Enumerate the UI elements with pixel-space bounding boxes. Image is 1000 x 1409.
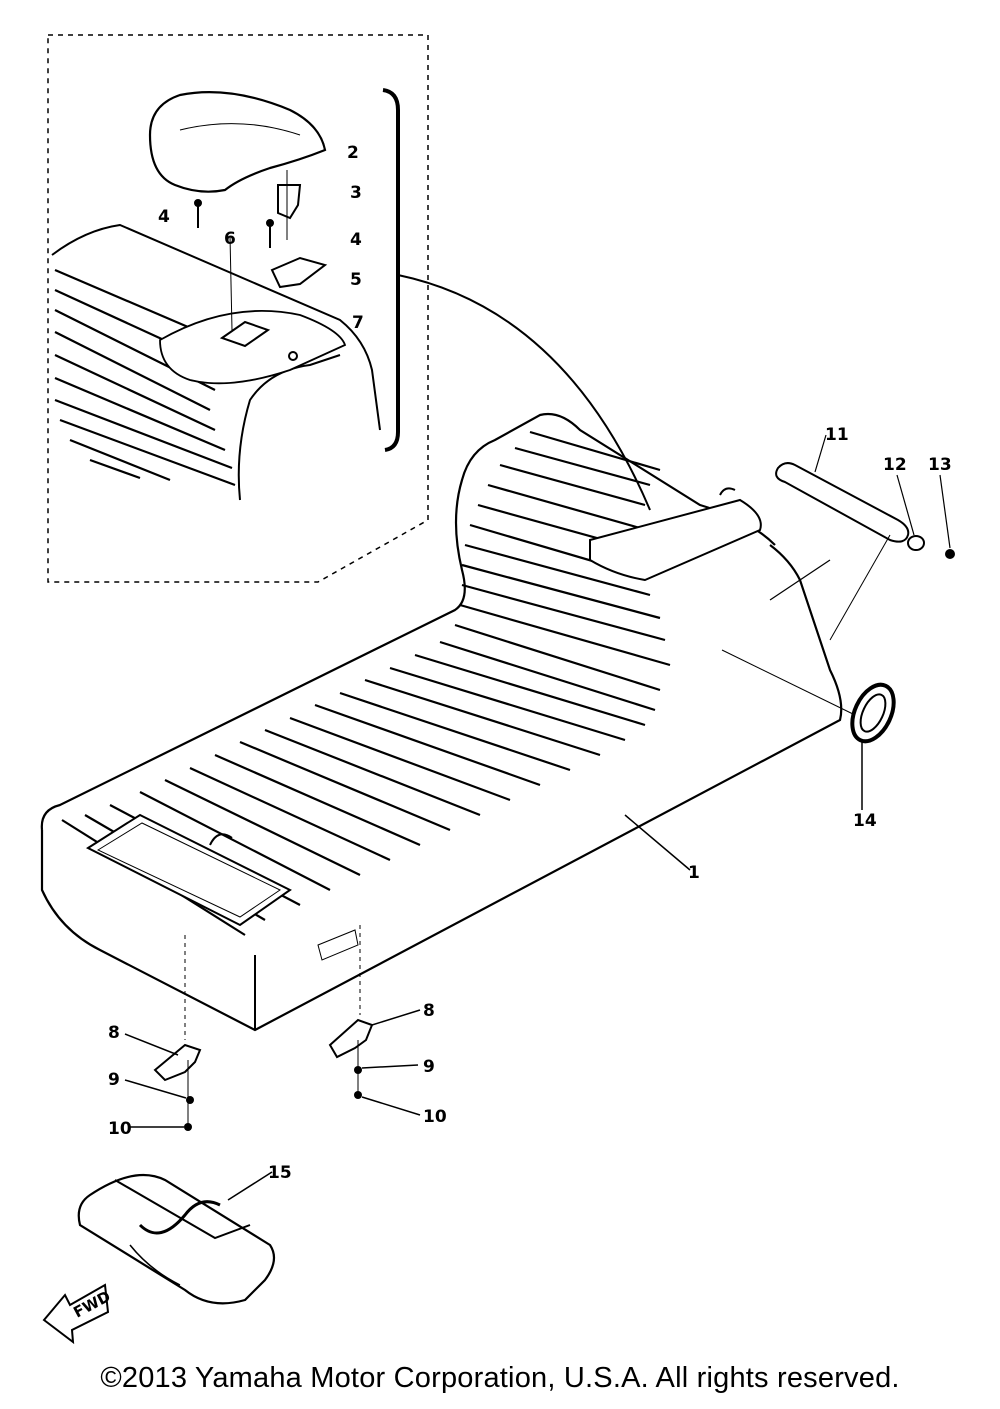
callout-9-right: 9 [423, 1057, 435, 1077]
callout-9-left: 9 [108, 1070, 120, 1090]
callout-10-left: 10 [108, 1119, 132, 1139]
part-12-washer [896, 474, 925, 551]
callout-4-left: 4 [158, 207, 170, 227]
part-13-nut [939, 474, 955, 559]
callout-5: 5 [350, 270, 362, 290]
callout-14: 14 [853, 811, 877, 831]
callout-4-right: 4 [350, 230, 362, 250]
callout-12: 12 [883, 455, 907, 475]
part-14-emblem [850, 682, 896, 810]
callout-11: 11 [825, 425, 849, 445]
callout-3: 3 [350, 183, 362, 203]
callout-13: 13 [928, 455, 952, 475]
callout-15: 15 [268, 1163, 292, 1183]
part-11-strap [775, 434, 910, 641]
detail-inset [47, 34, 651, 583]
callout-1: 1 [688, 863, 700, 883]
part-1-seat [40, 412, 856, 1032]
callout-8-right: 8 [423, 1001, 435, 1021]
inset-seat-detail [51, 223, 381, 501]
part-2-cushion [148, 91, 327, 193]
callout-10-right: 10 [423, 1107, 447, 1127]
callout-7: 7 [352, 313, 364, 333]
callout-labels: 2 3 4 4 5 6 7 11 12 13 14 1 8 8 9 9 10 1… [108, 143, 952, 1183]
callout-8-left: 8 [108, 1023, 120, 1043]
callout-6-inset: 6 [224, 229, 236, 249]
right-hinge-assembly [328, 925, 421, 1116]
inset-fasteners [194, 170, 328, 361]
copyright-notice: ©2013 Yamaha Motor Corporation, U.S.A. A… [100, 1362, 900, 1394]
left-hinge-assembly [124, 935, 202, 1131]
part-15-tool-bag [77, 1171, 276, 1305]
callout-2: 2 [347, 143, 359, 163]
forward-arrow-icon: FWD [42, 1283, 114, 1345]
